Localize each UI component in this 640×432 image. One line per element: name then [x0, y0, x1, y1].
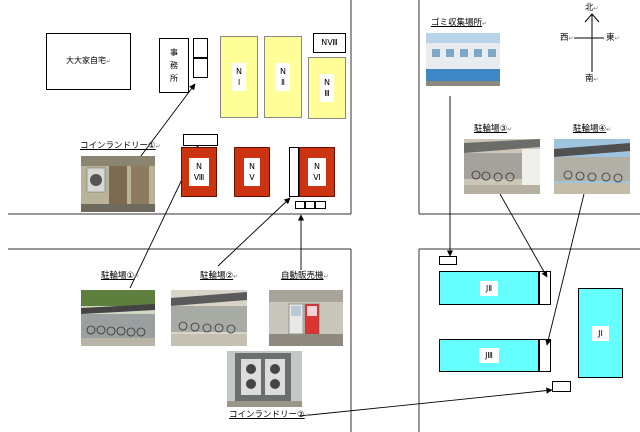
building-n2-number: Ⅱ [281, 78, 285, 87]
return-mark: ↵ [593, 5, 599, 12]
photo-coin-laundry-2 [227, 351, 302, 407]
office-char-1: 事 [170, 48, 178, 57]
photo-bike-parking-1 [81, 290, 155, 346]
building-n3-letter: N [324, 78, 330, 87]
compass-east: 東↵ [606, 33, 620, 44]
compass-south: 南↵ [585, 74, 599, 85]
coin-laundry-2-box [552, 381, 571, 392]
arrow-bike2 [217, 197, 291, 267]
coin-laundry-1-box [183, 134, 218, 146]
photo-bike-parking-2 [171, 290, 247, 346]
building-n1-number: Ⅰ [237, 78, 241, 87]
road-lines [8, 0, 640, 432]
bike-parking-2-label: 駐輪場②↵ [200, 271, 238, 282]
bike-parking-2-text: 駐輪場② [200, 271, 234, 281]
building-j2-annex [539, 271, 551, 305]
building-n3-number: Ⅲ [324, 89, 330, 98]
vending-box-1 [295, 201, 305, 209]
building-n8-top: NⅧ [313, 33, 346, 53]
building-n8-top-label: NⅧ [321, 38, 338, 47]
building-j1: JⅠ [578, 288, 623, 378]
coin-laundry-2-text: コインランドリー② [229, 410, 305, 420]
return-mark: ↵ [606, 126, 612, 133]
compass-north: 北↵ [585, 3, 599, 14]
bike-parking-1-label: 駐輪場①↵ [101, 271, 139, 282]
return-mark: ↵ [507, 126, 513, 133]
building-n5-number: Ⅴ [249, 173, 255, 182]
coin-laundry-1-label: コインランドリー①↵ [80, 141, 161, 152]
coin-laundry-1-text: コインランドリー① [80, 141, 156, 151]
coin-laundry-2-label: コインランドリー②↵ [229, 410, 310, 421]
vending-machine-label: 自動販売機↵ [281, 271, 329, 282]
bike-parking-4-text: 駐輪場④ [573, 124, 607, 134]
return-mark: ↵ [482, 20, 488, 27]
compass-west: 西↵ [560, 33, 574, 44]
return-mark: ↵ [323, 273, 329, 280]
office-char-3: 所 [170, 74, 178, 83]
arrow-laundry2 [299, 387, 553, 417]
building-j3-label: JⅢ [479, 348, 499, 363]
return-mark: ↵ [233, 273, 239, 280]
office-char-2: 務 [170, 61, 178, 70]
arrow-bike4 [545, 193, 585, 346]
bike-parking-3-text: 駐輪場③ [474, 124, 508, 134]
return-mark: ↵ [614, 35, 620, 42]
compass-north-text: 北 [585, 3, 594, 13]
photo-bike-parking-3 [464, 139, 540, 194]
building-j2: JⅡ [439, 271, 539, 305]
compass-west-text: 西 [560, 33, 569, 43]
building-n2-letter: N [280, 67, 286, 76]
garbage-point-box [439, 256, 457, 265]
compass-south-text: 南 [585, 74, 594, 84]
building-n8-letter: N [196, 162, 202, 171]
owner-house: 大大家自宅↵ [46, 33, 131, 90]
photo-garbage-area [426, 33, 500, 86]
building-n8-number: Ⅷ [193, 173, 205, 182]
building-j1-label: JⅠ [592, 325, 609, 341]
building-n5-letter: N [249, 162, 255, 171]
building-n6-number: Ⅵ [313, 173, 321, 182]
building-n6-letter: N [314, 162, 320, 171]
return-mark: ↵ [134, 273, 140, 280]
office-annex-upper [193, 38, 208, 58]
building-j3: JⅢ [439, 339, 539, 372]
bike-parking-4-label: 駐輪場④↵ [573, 124, 611, 135]
vending-box-2 [305, 201, 315, 209]
return-mark: ↵ [304, 412, 310, 419]
office-annex-lower [193, 58, 208, 78]
return-mark: ↵ [568, 35, 574, 42]
building-n1-letter: N [236, 67, 242, 76]
photo-bike-parking-4 [554, 139, 630, 194]
vending-machine-text: 自動販売機 [281, 271, 324, 281]
garbage-area-label: ゴミ収集場所↵ [431, 18, 487, 29]
arrow-bike3 [499, 193, 548, 278]
bike-parking-1-text: 駐輪場① [101, 271, 135, 281]
compass-cross [574, 13, 604, 72]
building-j2-label: JⅡ [479, 280, 499, 296]
compass-east-text: 東 [606, 33, 615, 43]
building-j3-annex [539, 339, 551, 372]
building-n6-annex [289, 147, 299, 197]
return-mark: ↵ [105, 58, 112, 65]
return-mark: ↵ [155, 143, 161, 150]
owner-house-label: 大大家自宅 [65, 56, 106, 65]
vending-box-3 [315, 201, 326, 209]
office: 事 務 所 [159, 38, 189, 93]
photo-coin-laundry-1 [81, 156, 155, 212]
return-mark: ↵ [593, 76, 599, 83]
photo-vending-machine [269, 290, 343, 346]
bike-parking-3-label: 駐輪場③↵ [474, 124, 512, 135]
garbage-area-text: ゴミ収集場所 [431, 18, 483, 28]
